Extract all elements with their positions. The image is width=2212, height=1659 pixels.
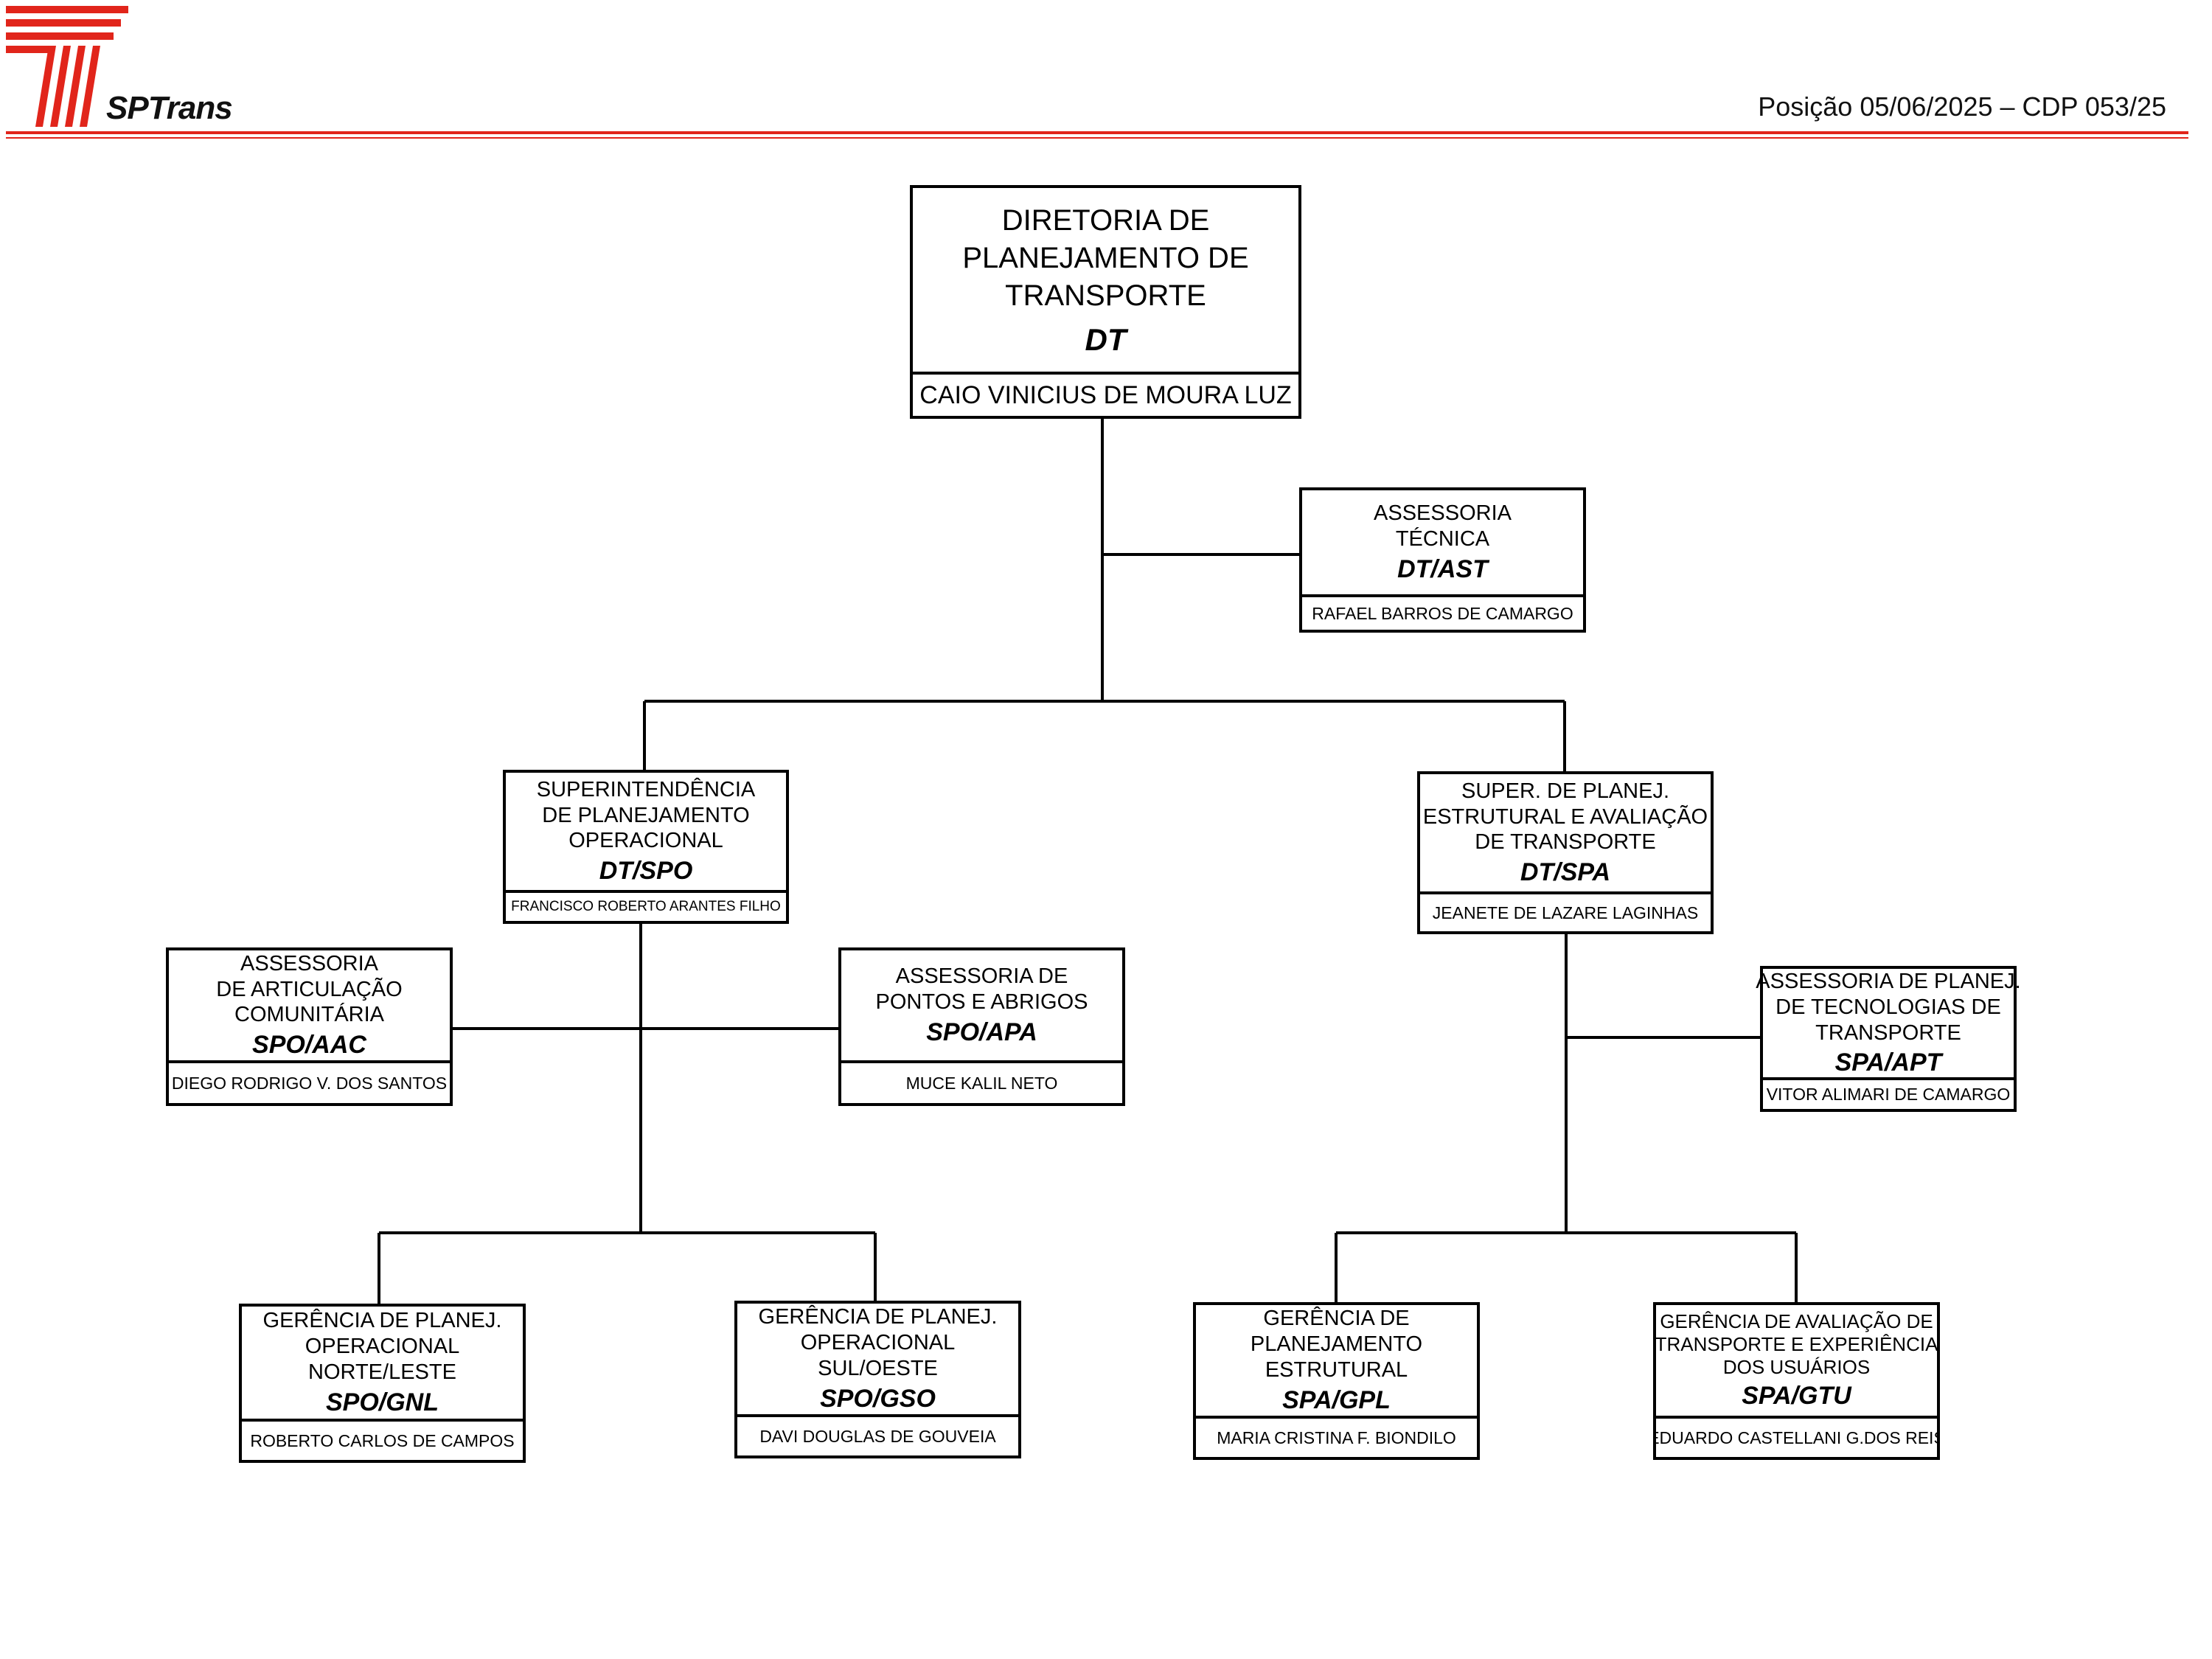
unit-name-line: OPERACIONAL [305, 1335, 460, 1359]
unit-holder: MARIA CRISTINA F. BIONDILO [1196, 1416, 1477, 1457]
org-box-gnl: GERÊNCIA DE PLANEJ. OPERACIONAL NORTE/LE… [239, 1304, 526, 1463]
unit-code: SPO/GSO [820, 1384, 936, 1413]
unit-name-line: TRANSPORTE [1005, 279, 1206, 313]
unit-name-line: DE TECNOLOGIAS DE [1775, 995, 2001, 1019]
unit-name-line: NORTE/LESTE [308, 1360, 456, 1384]
unit-name-line: PLANEJAMENTO DE [962, 241, 1249, 274]
unit-name-line: GERÊNCIA DE AVALIAÇÃO DE [1660, 1310, 1933, 1332]
org-box-gpl: GERÊNCIA DE PLANEJAMENTO ESTRUTURAL SPA/… [1193, 1302, 1480, 1460]
unit-name-line: DE PLANEJAMENTO [542, 803, 750, 827]
unit-name-line: GERÊNCIA DE PLANEJ. [262, 1309, 502, 1333]
unit-name-line: ASSESSORIA DE [895, 964, 1068, 989]
unit-holder: EDUARDO CASTELLANI G.DOS REIS [1656, 1416, 1937, 1457]
org-box-spa: SUPER. DE PLANEJ. ESTRUTURAL E AVALIAÇÃO… [1417, 771, 1714, 934]
unit-name-line: ESTRUTURAL [1265, 1357, 1408, 1382]
unit-holder: MUCE KALIL NETO [841, 1060, 1122, 1103]
unit-name-line: ASSESSORIA [240, 951, 378, 975]
unit-holder: VITOR ALIMARI DE CAMARGO [1763, 1077, 2014, 1109]
unit-name-line: TRANSPORTE E EXPERIÊNCIA [1655, 1332, 1938, 1355]
unit-holder: CAIO VINICIUS DE MOURA LUZ [913, 372, 1298, 416]
unit-name-line: PONTOS E ABRIGOS [875, 990, 1088, 1014]
unit-name-line: OPERACIONAL [568, 829, 723, 853]
unit-code: SPA/GTU [1742, 1382, 1851, 1411]
org-box-apt: ASSESSORIA DE PLANEJ. DE TECNOLOGIAS DE … [1756, 966, 2021, 1112]
org-box-gso: GERÊNCIA DE PLANEJ. OPERACIONAL SUL/OEST… [734, 1301, 1021, 1458]
header-rule [6, 131, 2188, 134]
unit-name-line: ASSESSORIA [1374, 501, 1512, 526]
unit-name-line: OPERACIONAL [800, 1331, 956, 1355]
unit-code: SPA/GPL [1282, 1385, 1391, 1414]
unit-holder: JEANETE DE LAZARE LAGINHAS [1420, 891, 1711, 931]
unit-name-line: SUPER. DE PLANEJ. [1461, 779, 1670, 803]
unit-name-line: SUPERINTENDÊNCIA [536, 777, 756, 801]
unit-code: DT/SPA [1520, 858, 1611, 887]
unit-name-line: GERÊNCIA DE [1263, 1307, 1410, 1331]
unit-holder: RAFAEL BARROS DE CAMARGO [1302, 594, 1583, 630]
unit-code: SPA/APT [1834, 1048, 1942, 1077]
unit-code: SPO/AAC [252, 1031, 366, 1060]
unit-holder: FRANCISCO ROBERTO ARANTES FILHO [506, 890, 786, 921]
org-box-apa: ASSESSORIA DE PONTOS E ABRIGOS SPO/APA M… [838, 947, 1125, 1106]
org-box-dt: DIRETORIA DE PLANEJAMENTO DE TRANSPORTE … [910, 185, 1301, 419]
unit-name-line: PLANEJAMENTO [1250, 1332, 1423, 1357]
unit-name-line: ESTRUTURAL E AVALIAÇÃO [1422, 804, 1708, 829]
unit-code: DT [1085, 322, 1127, 358]
brand-name: SPTrans [106, 90, 233, 126]
unit-name-line: SUL/OESTE [818, 1356, 938, 1380]
unit-name-line: ASSESSORIA DE PLANEJ. [1756, 970, 2021, 993]
unit-name-line: DOS USUÁRIOS [1722, 1356, 1871, 1379]
unit-name-line: TÉCNICA [1395, 527, 1490, 551]
unit-code: DT/AST [1397, 554, 1488, 583]
unit-name-line: DE ARTICULAÇÃO [216, 977, 403, 1001]
unit-name-line: DE TRANSPORTE [1475, 830, 1656, 855]
org-box-aac: ASSESSORIA DE ARTICULAÇÃO COMUNITÁRIA SP… [166, 947, 453, 1106]
unit-holder: DAVI DOUGLAS DE GOUVEIA [737, 1414, 1018, 1455]
unit-name-line: TRANSPORTE [1815, 1020, 1961, 1045]
org-box-gtu: GERÊNCIA DE AVALIAÇÃO DE TRANSPORTE E EX… [1653, 1302, 1940, 1460]
org-box-spo: SUPERINTENDÊNCIA DE PLANEJAMENTO OPERACI… [503, 770, 789, 924]
sptrans-logo-icon [6, 6, 128, 127]
unit-name-line: DIRETORIA DE [1001, 204, 1210, 237]
unit-name-line: GERÊNCIA DE PLANEJ. [758, 1305, 998, 1329]
unit-holder: DIEGO RODRIGO V. DOS SANTOS [169, 1060, 450, 1103]
unit-code: DT/SPO [599, 857, 693, 886]
unit-holder: ROBERTO CARLOS DE CAMPOS [242, 1419, 523, 1460]
unit-code: SPO/GNL [325, 1388, 439, 1416]
org-box-ast: ASSESSORIA TÉCNICA DT/AST RAFAEL BARROS … [1299, 487, 1586, 633]
unit-name-line: COMUNITÁRIA [234, 1003, 384, 1027]
header-rule-thin [6, 137, 2188, 139]
document-position: Posição 05/06/2025 – CDP 053/25 [1758, 91, 2166, 122]
unit-code: SPO/APA [926, 1018, 1037, 1046]
